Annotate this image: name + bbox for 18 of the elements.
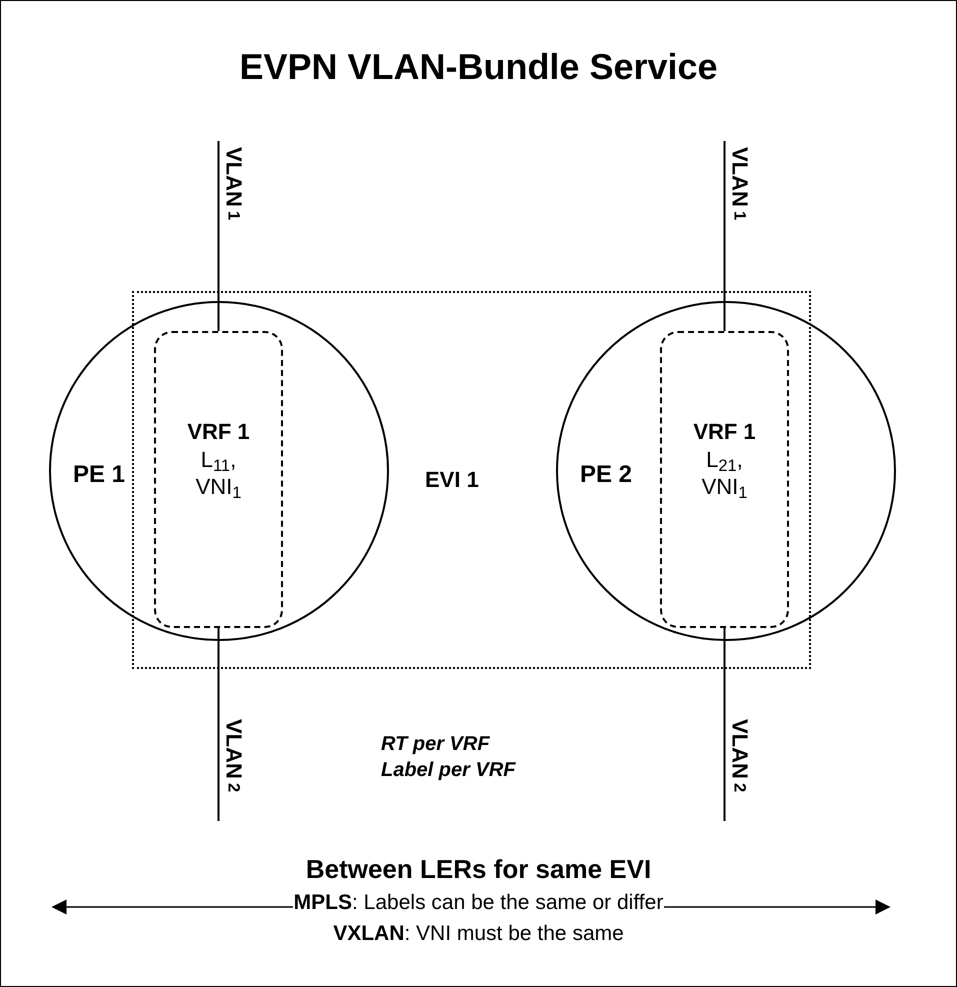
router-label: PE 2 (580, 463, 632, 487)
label-vni-text: L$_{21}$, VNI$_{1}$ (700, 446, 748, 500)
connection-line (218, 628, 220, 821)
connection-line (218, 141, 220, 331)
vrf-label: VRF 1 (693, 418, 756, 446)
router-label: PE 1 (73, 463, 126, 487)
vrf-label: VRF 1 (187, 418, 250, 446)
section-heading: Between LERs for same EVI (306, 853, 652, 886)
evi-label: EVI 1 (425, 469, 479, 491)
diagram-title: EVPN VLAN-Bundle Service (238, 49, 719, 85)
note-text: Label per VRF (381, 758, 516, 783)
connection-line (724, 628, 726, 821)
note-text: RT per VRF (381, 732, 491, 757)
vrf-box (660, 331, 789, 628)
connection-line (724, 141, 726, 331)
vrf-box (154, 331, 283, 628)
label-vni-text: L$_{11}$, VNI$_{1}$ (194, 446, 242, 500)
evi-boundary (132, 291, 811, 669)
